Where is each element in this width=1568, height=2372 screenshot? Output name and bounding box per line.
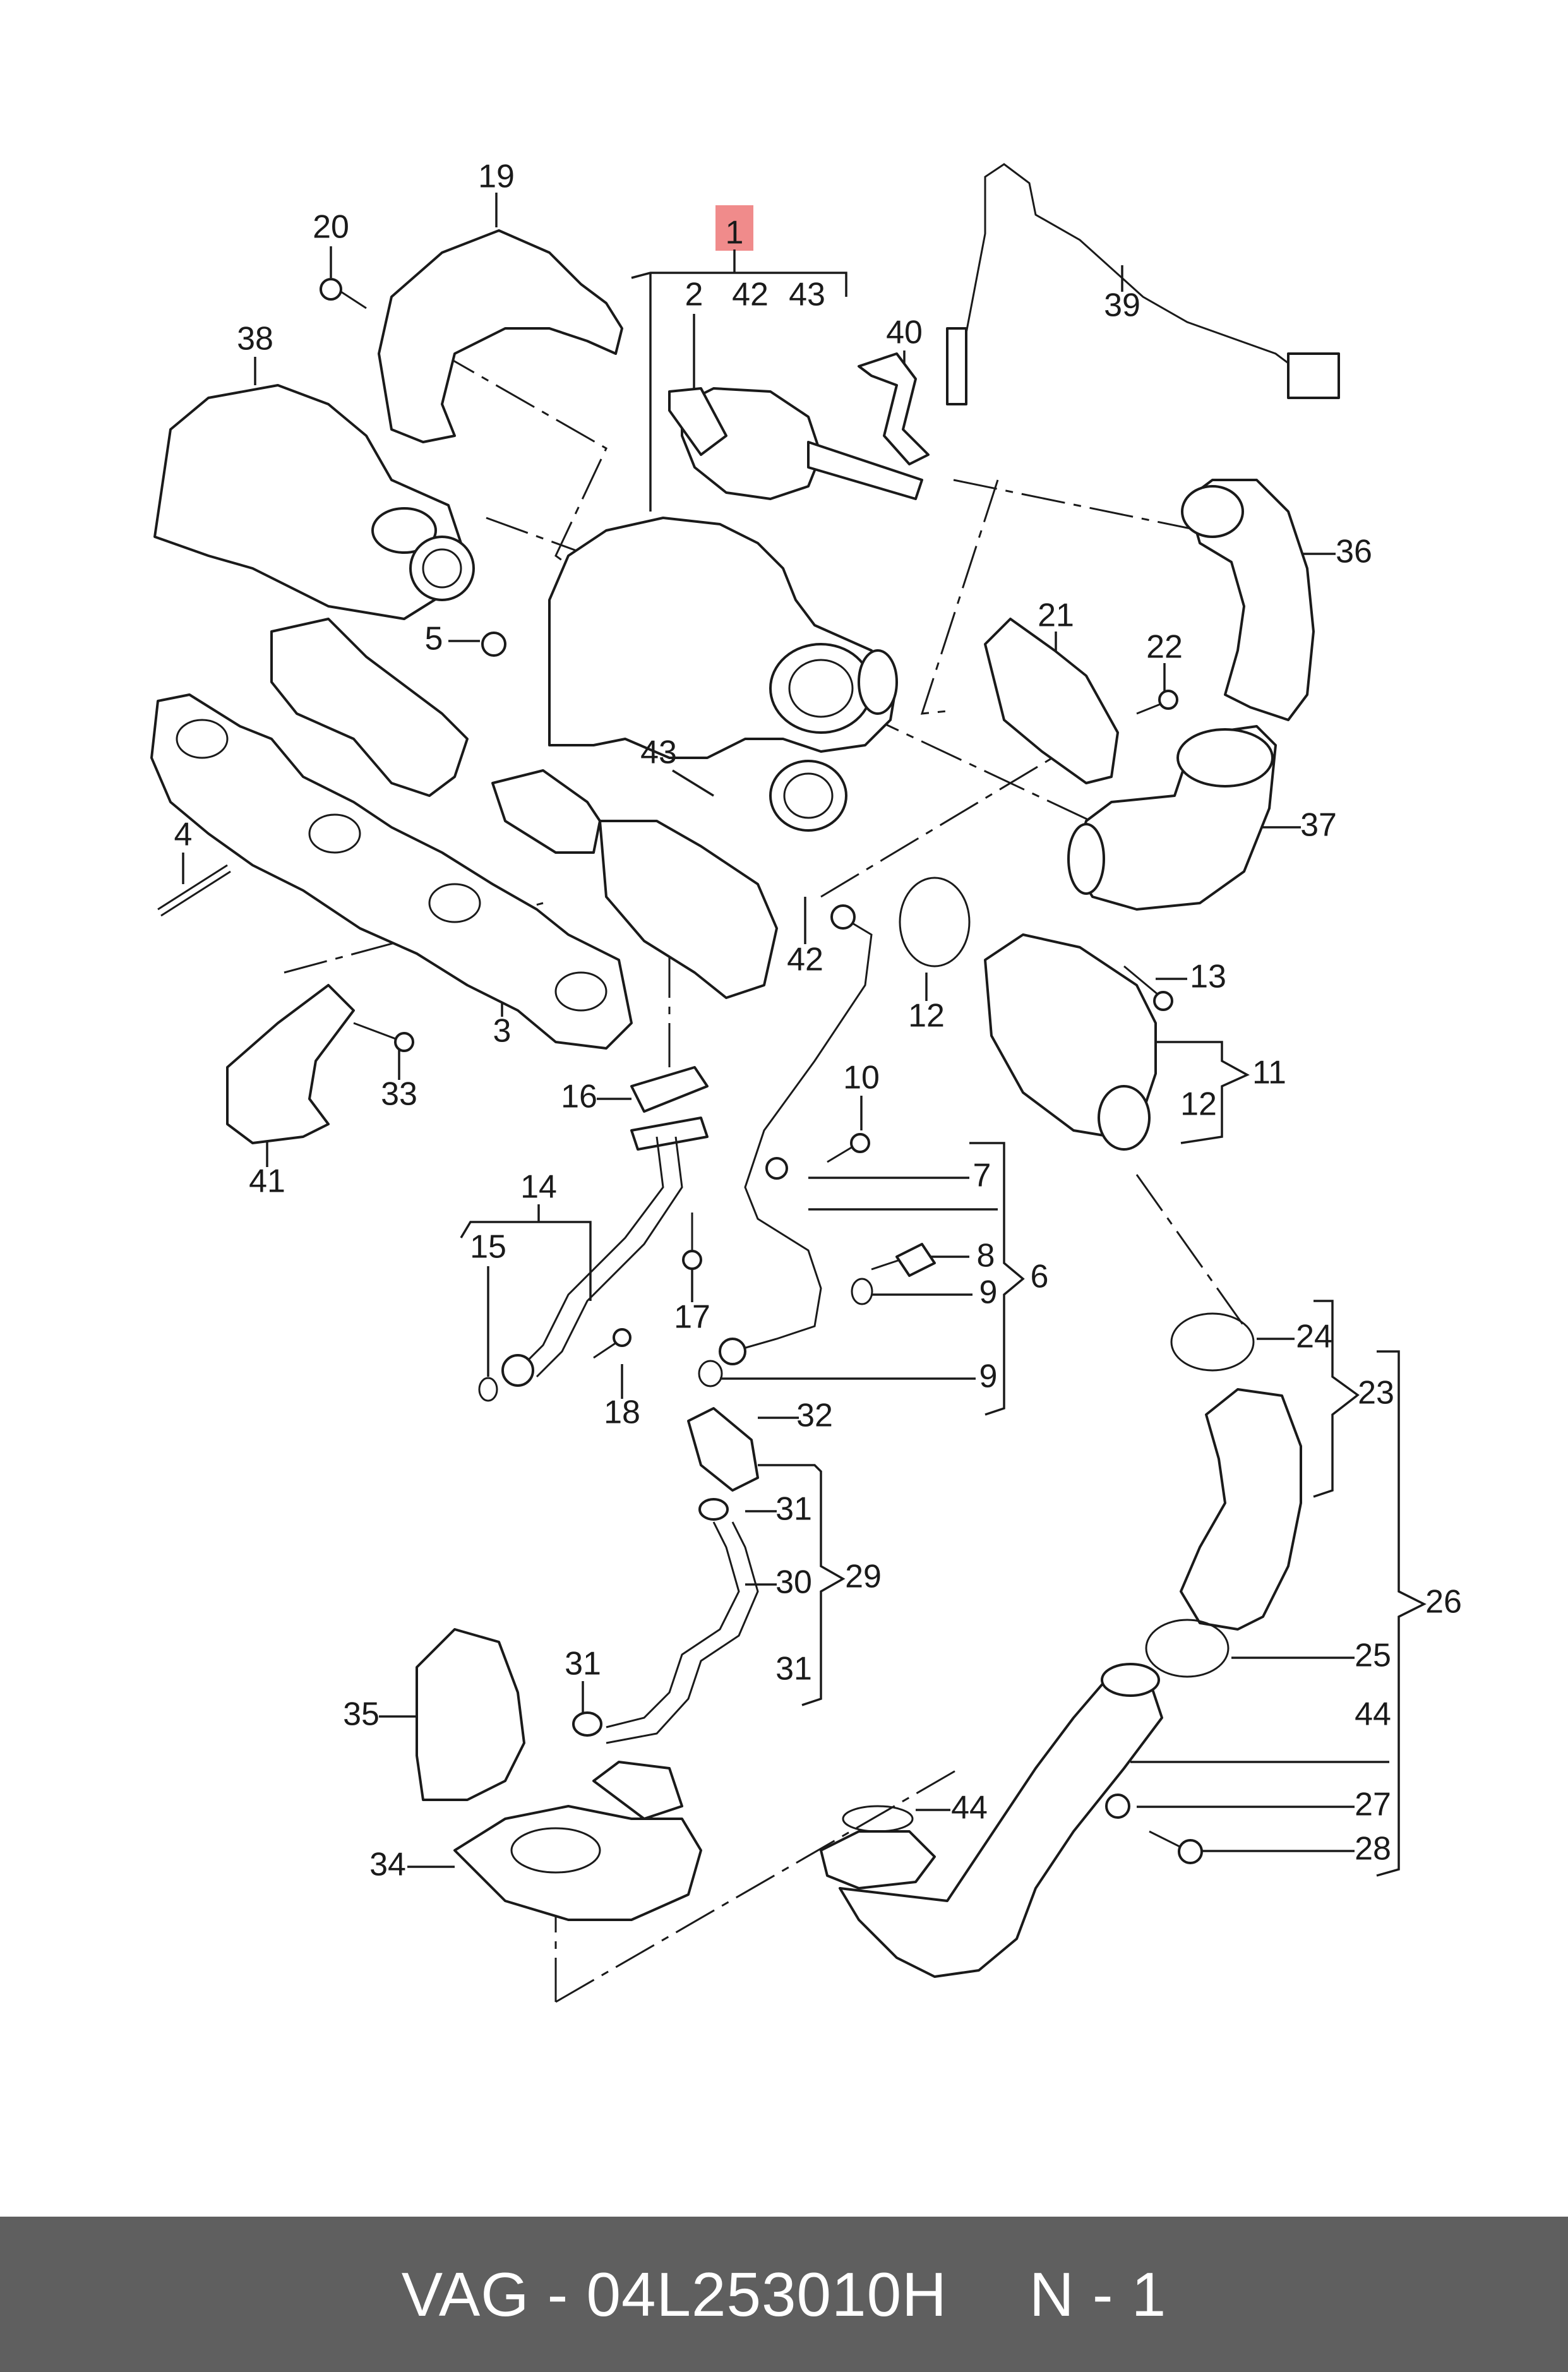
callout-44b: 44 xyxy=(951,1790,988,1826)
callout-31c: 31 xyxy=(775,1651,812,1687)
callout-12a: 12 xyxy=(908,998,945,1034)
callout-30: 30 xyxy=(775,1564,812,1601)
callout-34: 34 xyxy=(369,1847,406,1883)
callout-31a: 31 xyxy=(775,1491,812,1528)
callout-37: 37 xyxy=(1300,807,1337,844)
callout-4: 4 xyxy=(174,817,193,853)
callout-44a: 44 xyxy=(1355,1696,1391,1733)
callout-33: 33 xyxy=(381,1076,417,1113)
callout-3: 3 xyxy=(493,1013,512,1050)
highlight-box-part-1 xyxy=(715,205,753,251)
callout-6: 6 xyxy=(1031,1259,1049,1295)
callout-42b: 42 xyxy=(787,942,823,978)
callout-35: 35 xyxy=(343,1696,380,1733)
parts xyxy=(150,163,1340,1978)
callout-11: 11 xyxy=(1252,1055,1286,1091)
leader-lines xyxy=(182,193,1427,1877)
callout-25: 25 xyxy=(1355,1638,1391,1674)
callout-12b: 12 xyxy=(1180,1086,1217,1123)
callout-5: 5 xyxy=(425,621,443,657)
callout-27: 27 xyxy=(1355,1787,1391,1823)
part-number-label: VAG - 04L253010H xyxy=(401,2259,947,2329)
callout-17: 17 xyxy=(674,1299,710,1336)
callout-13: 13 xyxy=(1190,959,1226,995)
callout-14: 14 xyxy=(520,1169,557,1206)
callout-41: 41 xyxy=(249,1163,285,1200)
callout-10: 10 xyxy=(843,1060,880,1096)
callout-42a: 42 xyxy=(732,277,769,313)
callout-9b: 9 xyxy=(979,1358,998,1395)
callout-43a: 43 xyxy=(789,277,825,313)
callout-20: 20 xyxy=(313,209,349,246)
exploded-parts-diagram: 1242431920384039362122375434421213111233… xyxy=(150,159,1462,2003)
callout-18: 18 xyxy=(604,1394,640,1431)
callout-32: 32 xyxy=(796,1398,833,1434)
callout-7: 7 xyxy=(973,1158,991,1194)
callout-31b: 31 xyxy=(565,1646,601,1682)
callout-39: 39 xyxy=(1104,287,1140,324)
callout-26: 26 xyxy=(1425,1584,1462,1620)
callout-28: 28 xyxy=(1355,1831,1391,1867)
callout-22: 22 xyxy=(1146,629,1183,666)
callout-23: 23 xyxy=(1358,1375,1394,1411)
callout-15: 15 xyxy=(470,1229,506,1266)
callout-36: 36 xyxy=(1336,534,1372,570)
callout-29: 29 xyxy=(845,1559,882,1595)
callout-1: 1 xyxy=(726,215,744,251)
callout-2: 2 xyxy=(685,277,703,313)
callout-16: 16 xyxy=(561,1079,597,1115)
callout-8: 8 xyxy=(977,1238,995,1274)
footer-bar: VAG - 04L253010H N - 1 xyxy=(0,2217,1568,2372)
callout-43b: 43 xyxy=(640,734,677,771)
callout-24: 24 xyxy=(1296,1319,1332,1355)
callout-19: 19 xyxy=(478,159,515,195)
callout-38: 38 xyxy=(237,321,273,357)
callout-9a: 9 xyxy=(979,1274,998,1311)
callout-21: 21 xyxy=(1038,597,1074,634)
position-label: N - 1 xyxy=(1029,2259,1167,2329)
callout-40: 40 xyxy=(886,314,923,351)
